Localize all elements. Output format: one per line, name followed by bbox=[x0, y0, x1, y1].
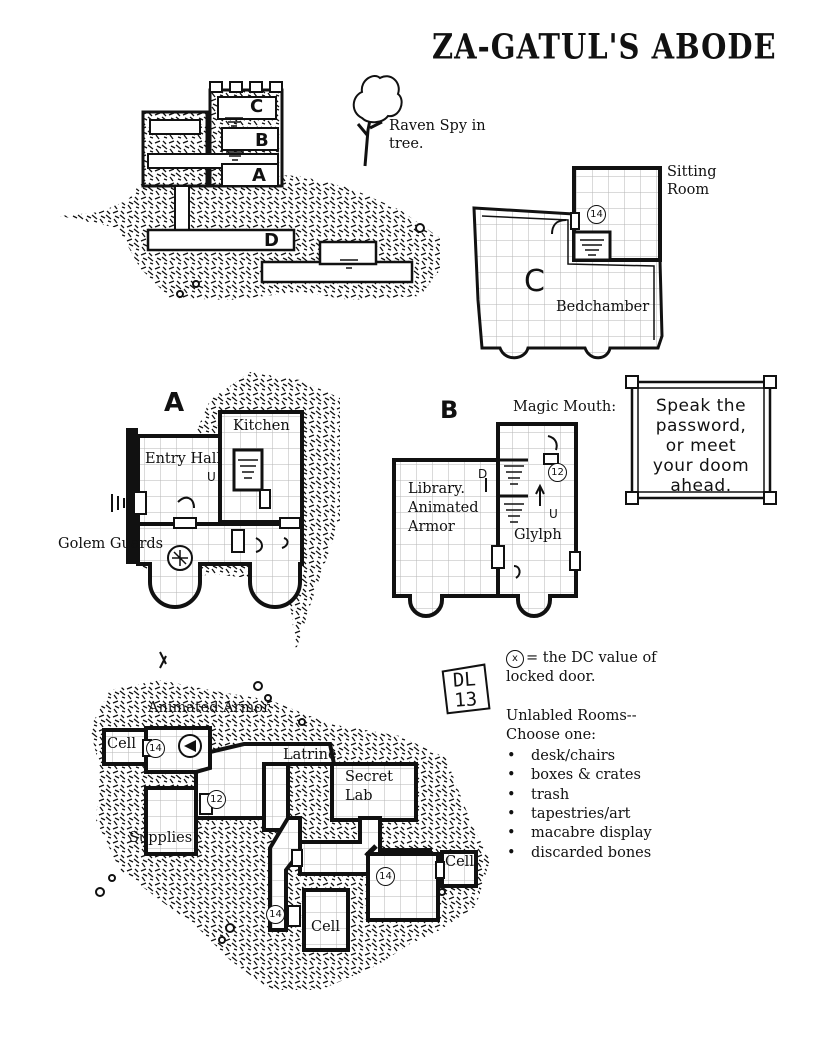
dc-badge-armor: 14 bbox=[146, 739, 165, 758]
room-b-section bbox=[392, 422, 581, 618]
room-c-section bbox=[472, 166, 664, 360]
raven-spy-label: Raven Spy in tree. bbox=[389, 118, 486, 152]
level-badge-frame bbox=[441, 663, 491, 715]
legend-item: trash bbox=[506, 786, 676, 806]
entry-hall-label: Entry Hall bbox=[145, 451, 222, 467]
overview-label-a: A bbox=[252, 165, 266, 186]
room-b-stair-down: D bbox=[478, 467, 488, 481]
room-b-letter: B bbox=[440, 396, 459, 424]
scattered-rocks bbox=[95, 223, 446, 944]
legend-item: desk/chairs bbox=[506, 747, 676, 767]
glyph-label: Glylph bbox=[514, 527, 562, 543]
map-title: ZA-GATUL'S ABODE bbox=[432, 26, 777, 67]
west-corridor bbox=[268, 816, 302, 932]
entry-door bbox=[133, 491, 147, 515]
room-a-stair-mark: U bbox=[207, 470, 216, 484]
overview-label-b: B bbox=[255, 130, 269, 151]
cell-south bbox=[302, 888, 350, 952]
dc-symbol: x bbox=[506, 649, 524, 668]
legend-item: macabre display bbox=[506, 824, 676, 844]
legend-list: desk/chairs boxes & crates trash tapestr… bbox=[506, 747, 676, 863]
room-b-stair-up: U bbox=[549, 507, 558, 521]
level-badge-text: DL 13 bbox=[452, 668, 478, 712]
supplies-label: Supplies bbox=[129, 830, 193, 846]
dc-badge-east: 14 bbox=[376, 867, 395, 886]
cell-nw bbox=[102, 728, 148, 766]
magic-mouth-sign bbox=[625, 375, 777, 505]
dc-badge-south: 14 bbox=[266, 905, 285, 924]
legend-unlabeled-heading: Unlabled Rooms-- Choose one: bbox=[506, 707, 637, 743]
overview-room-d bbox=[146, 228, 296, 252]
secret-lab-label: Secret Lab bbox=[345, 769, 393, 804]
sitting-room-label: Sitting Room bbox=[667, 164, 717, 198]
animated-armor-token bbox=[178, 734, 202, 758]
dungeon-section bbox=[90, 223, 490, 990]
library-label: Library. Animated Armor bbox=[408, 481, 479, 535]
dc-badge-room-b: 12 bbox=[548, 463, 567, 482]
golem-guards-label: Golem Guards bbox=[58, 536, 164, 552]
kitchen-label: Kitchen bbox=[233, 418, 290, 434]
bedchamber-label: Bedchamber bbox=[556, 299, 650, 315]
legend-item: discarded bones bbox=[506, 844, 676, 864]
animated-armor-label: Animated Armor bbox=[148, 700, 270, 716]
overview-room-c bbox=[217, 96, 277, 120]
magic-mouth-text: Speak the password, or meet your doom ah… bbox=[652, 396, 750, 496]
library-room bbox=[392, 458, 500, 598]
overview-floor-1 bbox=[149, 119, 201, 135]
overview-label-d: D bbox=[264, 230, 279, 251]
golem-token bbox=[167, 545, 193, 571]
legend-dc-line: x= the DC value of locked door. bbox=[506, 649, 676, 688]
legend: x= the DC value of locked door. Unlabled… bbox=[506, 649, 676, 863]
latrine-label: Latrine bbox=[283, 747, 337, 763]
level-badge: DL 13 bbox=[438, 662, 491, 715]
legend-dc-text: = the DC value of locked door. bbox=[506, 650, 657, 686]
cell-nw-label: Cell bbox=[107, 736, 136, 752]
supplies-room bbox=[144, 786, 198, 856]
room-a-section bbox=[111, 372, 340, 650]
cell-east-label: Cell bbox=[445, 854, 474, 870]
legend-item: boxes & crates bbox=[506, 766, 676, 786]
magic-mouth-label: Magic Mouth: bbox=[513, 399, 617, 415]
legend-item: tapestries/art bbox=[506, 805, 676, 825]
golem-hall bbox=[136, 522, 304, 566]
room-a-letter: A bbox=[164, 388, 185, 418]
overview-shaft bbox=[174, 185, 190, 233]
overview-section bbox=[60, 74, 440, 300]
overview-label-c: C bbox=[250, 96, 264, 117]
dc-badge-room-c: 14 bbox=[587, 205, 606, 224]
overview-room-b bbox=[221, 127, 279, 151]
secret-lab bbox=[330, 762, 418, 822]
east-room bbox=[366, 852, 440, 922]
dc-badge-supplies: 12 bbox=[207, 790, 226, 809]
overview-room-a bbox=[221, 163, 279, 187]
cell-south-label: Cell bbox=[311, 919, 340, 935]
room-c-letter: C bbox=[524, 264, 545, 299]
bedchamber-room bbox=[472, 206, 664, 360]
